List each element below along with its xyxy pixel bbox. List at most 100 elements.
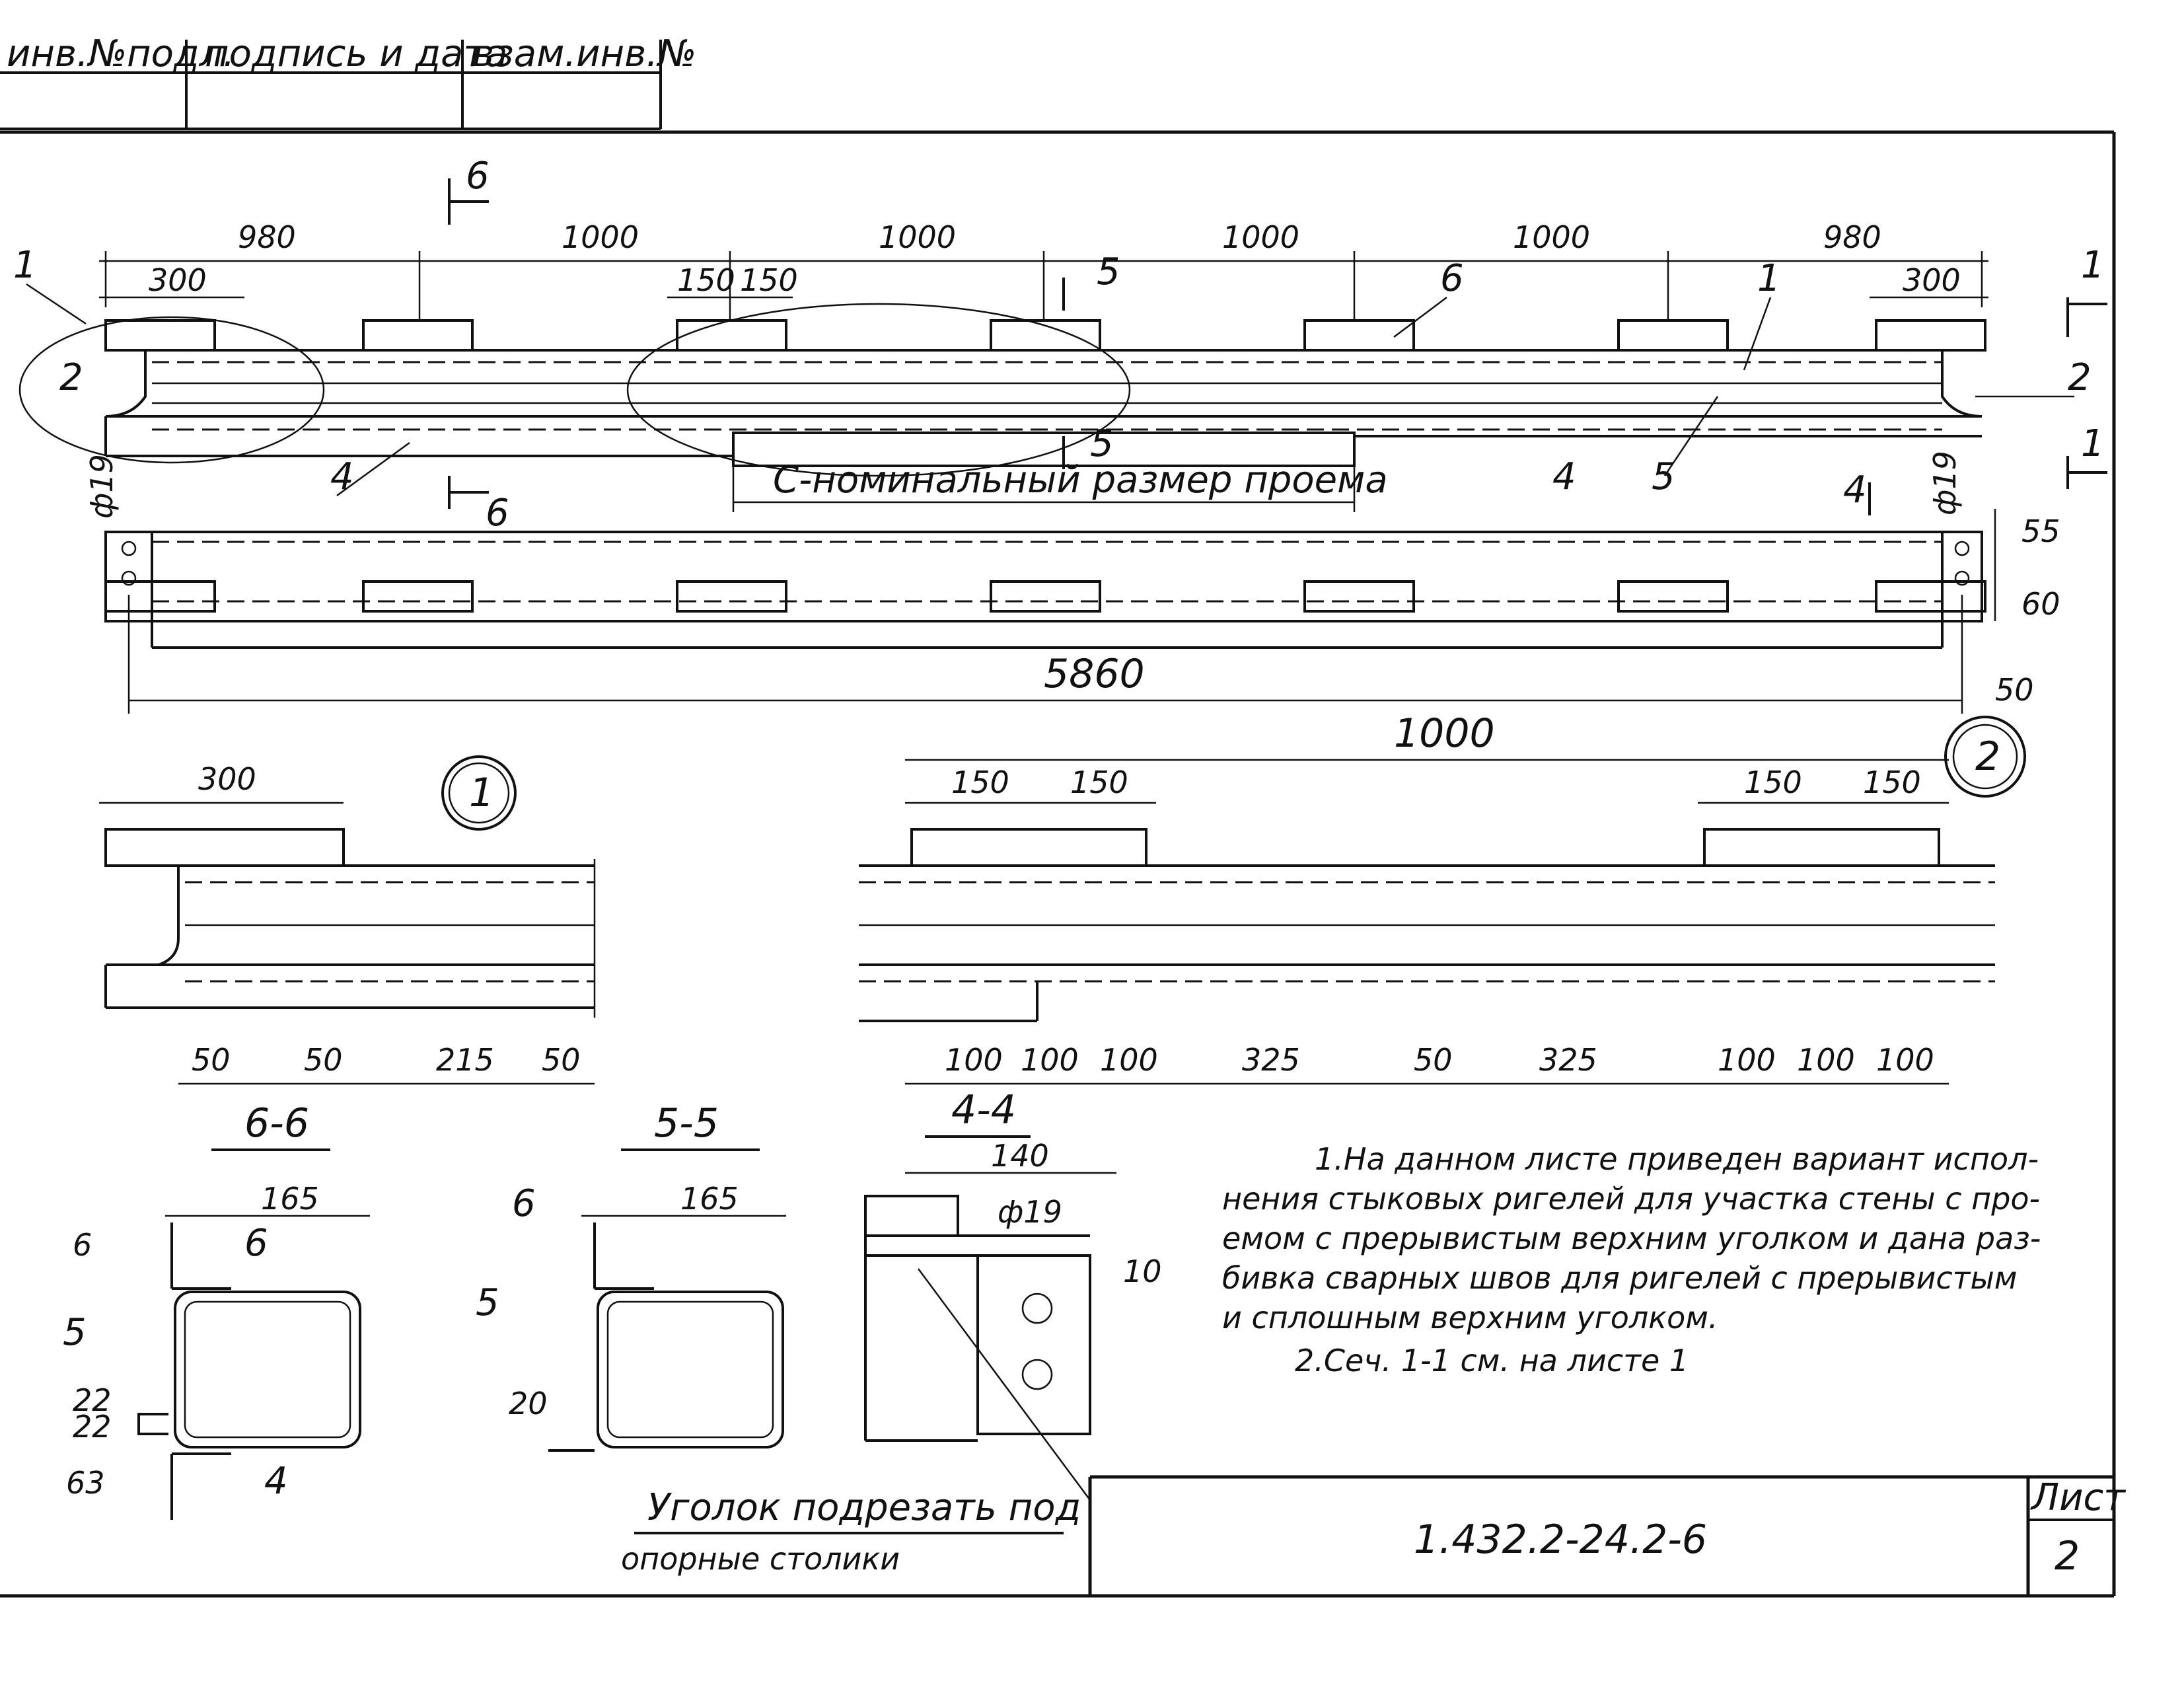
detail-2-dim-100-d: 100 <box>1718 1042 1776 1078</box>
dim-1000-d: 1000 <box>1513 219 1590 255</box>
section-6-mark-bottom: 6 <box>486 492 509 535</box>
section-1-mark-top: 1 <box>2081 244 2105 287</box>
section-66-callout-5: 5 <box>63 1311 87 1354</box>
detail-2-dim-100-a: 100 <box>945 1042 1003 1078</box>
section-5-5: 5-5 165 6 5 20 <box>476 1100 786 1452</box>
detail-2: 2 1000 150 150 150 150 100 100 100 325 5… <box>859 710 2026 1085</box>
dim-50: 50 <box>1995 672 2034 708</box>
stamp-signature-label: подпись и дата <box>205 32 507 75</box>
section-6-mark-top: 6 <box>466 155 490 198</box>
section-44-dim-10: 10 <box>1123 1254 1162 1289</box>
section-66-dim-22-b: 22 <box>73 1409 112 1445</box>
dim-60: 60 <box>2021 586 2060 622</box>
dim-300-left: 300 <box>149 262 207 298</box>
callout-6-top: 6 <box>1440 257 1464 300</box>
section-55-title: 5-5 <box>654 1100 719 1146</box>
sheet-label: Лист <box>2030 1476 2126 1519</box>
detail-2-dim-100-c: 100 <box>1100 1042 1158 1078</box>
stamp-replace-label: взам.инв.№ <box>472 32 696 75</box>
section-4-4: 4-4 140 ф19 10 <box>864 1087 1162 1501</box>
note-line-1: 1.На данном листе приведен вариант испол… <box>1315 1141 2039 1177</box>
hole-dia-left: ф19 <box>84 454 120 519</box>
callout-1-left: 1 <box>13 244 37 287</box>
detail-2-dim-150-b: 150 <box>1070 765 1128 800</box>
section-66-dim-165: 165 <box>261 1181 319 1217</box>
section-6-6: 6-6 165 6 5 4 6 22 22 63 <box>63 1100 370 1520</box>
notes-block: 1.На данном листе приведен вариант испол… <box>1222 1141 2041 1378</box>
section-4-mark: 4 <box>1843 469 1867 511</box>
detail-1: 1 300 50 50 215 50 <box>99 755 596 1085</box>
section-44-hole: ф19 <box>998 1194 1062 1230</box>
detail-2-dim-1000: 1000 <box>1394 710 1495 757</box>
detail-1-dim-50-c: 50 <box>542 1042 581 1078</box>
section-66-dim-63: 63 <box>66 1465 105 1501</box>
detail-1-marker <box>441 755 517 831</box>
section-55-dim-165: 165 <box>680 1181 739 1217</box>
detail-1-dim-215: 215 <box>436 1042 494 1078</box>
note-line-4: бивка сварных швов для ригелей с прерыви… <box>1222 1260 2017 1296</box>
section-66-title: 6-6 <box>244 1100 309 1146</box>
section-55-dim-20: 20 <box>509 1386 548 1421</box>
note-line-3: емом с прерывистым верхним уголком и дан… <box>1222 1221 2041 1256</box>
detail-2-dim-50: 50 <box>1414 1042 1453 1078</box>
cut-note: Уголок подрезать под опорные столики <box>621 1486 1081 1577</box>
callout-2-left: 2 <box>59 356 83 399</box>
detail-2-circle <box>626 303 1131 477</box>
dim-980-right: 980 <box>1823 219 1881 255</box>
plan-view: ф19 ф19 5860 55 60 50 <box>84 451 2060 714</box>
dim-300-right: 300 <box>1903 262 1961 298</box>
detail-2-dim-100-e: 100 <box>1797 1042 1855 1078</box>
sheet-number: 2 <box>2055 1533 2080 1579</box>
detail-1-circle <box>18 316 325 464</box>
detail-2-dim-100-b: 100 <box>1021 1042 1079 1078</box>
section-55-callout-5: 5 <box>476 1281 499 1324</box>
drawing-code: 1.432.2-24.2-6 <box>1414 1517 1707 1563</box>
section-66-callout-4: 4 <box>264 1460 288 1503</box>
section-5-mark-bottom: 5 <box>1090 422 1114 465</box>
detail-2-marker <box>1944 716 2026 798</box>
section-66-callout-6: 6 <box>244 1222 268 1265</box>
beam-elevation <box>104 349 1983 467</box>
stamp-inv-label: инв.№подл. <box>7 32 235 75</box>
sheet-frame <box>0 130 2116 1598</box>
detail-2-dim-325-b: 325 <box>1539 1042 1597 1078</box>
dim-980-left: 980 <box>238 219 296 255</box>
cut-note-line1: Уголок подрезать под <box>647 1486 1081 1529</box>
note-line-6: 2.Сеч. 1-1 см. на листе 1 <box>1295 1343 1689 1378</box>
detail-2-dim-150-c: 150 <box>1744 765 1802 800</box>
section-1-mark-bottom: 1 <box>2081 422 2105 465</box>
section-66-dim-6: 6 <box>73 1227 92 1263</box>
detail-1-number: 1 <box>469 770 494 816</box>
approval-stamp: инв.№подл. подпись и дата взам.инв.№ <box>0 32 696 130</box>
section-44-dim-140: 140 <box>991 1138 1049 1174</box>
opening-label: С-номинальный размер проема <box>773 459 1388 502</box>
section-5-mark-top: 5 <box>1097 250 1120 293</box>
dim-150-a: 150 <box>677 262 735 298</box>
title-block: 1.432.2-24.2-6 Лист 2 <box>1088 1475 2126 1596</box>
dim-1000-a: 1000 <box>562 219 639 255</box>
section-55-callout-6: 6 <box>512 1182 536 1225</box>
dim-55: 55 <box>2021 513 2060 549</box>
detail-2-dim-325-a: 325 <box>1242 1042 1300 1078</box>
callout-2-right: 2 <box>2068 356 2092 399</box>
note-line-2: нения стыковых ригелей для участка стены… <box>1222 1181 2040 1217</box>
dim-1000-b: 1000 <box>879 219 956 255</box>
detail-1-dim-50-a: 50 <box>192 1042 231 1078</box>
total-length-dim: 5860 <box>1044 651 1145 697</box>
section-66-dim-22-a: 22 <box>73 1382 112 1418</box>
detail-1-dim-50-b: 50 <box>304 1042 343 1078</box>
callout-1-top: 1 <box>1757 257 1781 300</box>
hole-dia-right: ф19 <box>1927 451 1963 515</box>
callout-5-right: 5 <box>1652 455 1675 498</box>
main-view: 980 1000 1000 1000 1000 980 300 300 150 … <box>13 155 2107 535</box>
detail-1-dim-300: 300 <box>198 761 256 797</box>
callout-4-right: 4 <box>1552 455 1576 498</box>
cut-note-line2: опорные столики <box>621 1541 900 1577</box>
detail-2-dim-150-a: 150 <box>951 765 1009 800</box>
detail-2-dim-150-d: 150 <box>1863 765 1921 800</box>
dim-150-b: 150 <box>740 262 798 298</box>
dim-1000-c: 1000 <box>1222 219 1299 255</box>
note-line-5: и сплошным верхним уголком. <box>1222 1300 1718 1335</box>
detail-2-number: 2 <box>1975 733 2000 780</box>
